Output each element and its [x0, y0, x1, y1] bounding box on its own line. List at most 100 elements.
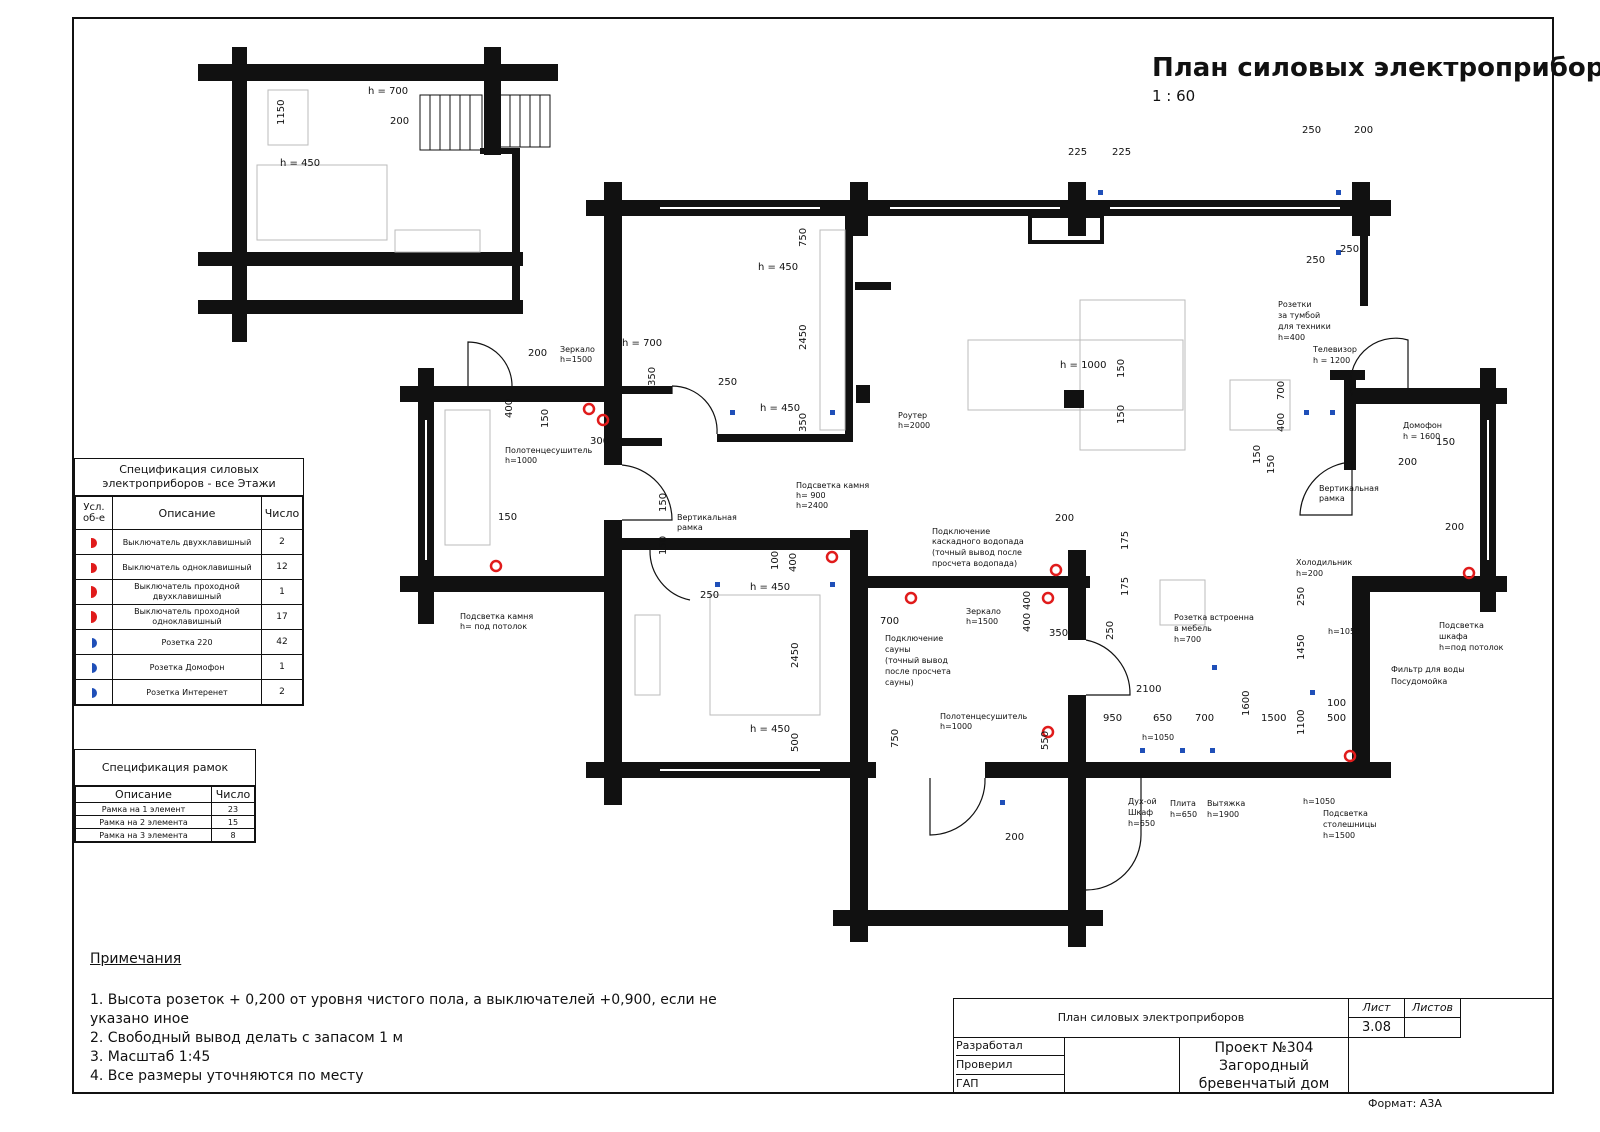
svg-text:150: 150: [498, 512, 517, 523]
dim-upper-h450-label: h = 450: [280, 158, 320, 169]
device-desc: Выключатель проходной одноклавишный: [112, 604, 262, 630]
svg-text:550: 550: [1040, 731, 1051, 750]
label-fireplace-h2: h=2400: [796, 501, 828, 510]
label-fridge-h: h=200: [1296, 569, 1323, 578]
socket-symbols: [715, 190, 1341, 805]
svg-text:700: 700: [1276, 381, 1287, 400]
svg-text:700: 700: [1195, 713, 1214, 724]
svg-text:200: 200: [1354, 125, 1373, 136]
label-tv-sockets-3: для техники: [1278, 322, 1331, 331]
label-hob-1: Плита: [1170, 799, 1196, 808]
svg-text:175: 175: [1120, 531, 1131, 550]
svg-text:h = 450: h = 450: [758, 262, 798, 273]
label-furniture-socket-3: h=700: [1174, 635, 1201, 644]
svg-text:250: 250: [1105, 621, 1116, 640]
label-sauna-1: Подключение: [885, 634, 943, 643]
svg-text:h = 1000: h = 1000: [1060, 360, 1107, 371]
switch-single-icon: [91, 562, 97, 573]
label-vertical-frame: Вертикальная: [677, 513, 737, 522]
svg-text:1450: 1450: [1296, 635, 1307, 660]
svg-text:200: 200: [1055, 513, 1074, 524]
svg-text:1500: 1500: [1261, 713, 1286, 724]
note-item: 1. Высота розеток + 0,200 от уровня чист…: [90, 992, 717, 1027]
svg-text:175: 175: [1120, 577, 1131, 596]
label-sauna-3: (точный вывод: [885, 656, 948, 665]
switch-icon: [596, 413, 610, 427]
label-furniture-socket-2: в мебель: [1174, 624, 1212, 633]
title-block-gap: ГАП: [956, 1075, 1065, 1093]
label-cascade-1: Подключение: [932, 527, 990, 536]
dim-upper-h700: h = 700: [368, 86, 408, 97]
device-count: 1: [261, 654, 303, 680]
svg-text:150: 150: [540, 409, 551, 428]
svg-text:400: 400: [1276, 413, 1287, 432]
svg-text:250: 250: [718, 377, 737, 388]
label-oven-3: h=650: [1128, 819, 1155, 828]
label-h1050-b: h=1050: [1142, 733, 1174, 742]
device-desc: Выключатель одноклавишный: [112, 554, 262, 580]
device-desc: Розетка Интеренет: [112, 679, 262, 705]
label-furniture-socket-1: Розетка встроенна: [1174, 613, 1254, 622]
svg-text:150: 150: [1252, 445, 1263, 464]
dim-upper-200: 200: [390, 116, 409, 127]
col-count: Число: [261, 496, 303, 530]
router-box: [856, 385, 1084, 408]
device-count: 12: [261, 554, 303, 580]
svg-text:500: 500: [790, 733, 801, 752]
svg-text:h = 450: h = 450: [760, 403, 800, 414]
annotations: Зеркало h=1500 Полотенцесушитель h=1000 …: [460, 300, 1504, 840]
label-fireplace-ceiling: Подсветка камня: [460, 612, 533, 621]
drawing-scale: 1 : 60: [1152, 87, 1195, 105]
title-block: План силовых электроприборов Лист Листов…: [953, 998, 1554, 1094]
label-tv-sockets-2: за тумбой: [1278, 311, 1320, 320]
svg-text:h = 450: h = 450: [750, 724, 790, 735]
svg-text:h = 450: h = 450: [750, 582, 790, 593]
notes-block: Примечания 1. Высота розеток + 0,200 от …: [90, 950, 730, 1086]
svg-text:2100: 2100: [1136, 684, 1161, 695]
switch-icon: [1041, 591, 1055, 605]
svg-text:1100: 1100: [1296, 710, 1307, 735]
pass-switch-single-icon: [91, 610, 97, 623]
col-description: Описание: [112, 496, 262, 530]
label-router-h: h=2000: [898, 421, 930, 430]
sheet-frame: [72, 17, 1554, 1094]
svg-text:700: 700: [880, 616, 899, 627]
label-sauna-2: сауны: [885, 645, 911, 654]
notes-heading: Примечания: [90, 951, 182, 967]
label-counter-3: h=1500: [1323, 831, 1355, 840]
svg-text:350: 350: [798, 413, 809, 432]
frame-col-description: Описание: [75, 786, 212, 803]
label-mirror2: Зеркало: [966, 607, 1001, 616]
switch-icon: [1049, 563, 1063, 577]
svg-text:350: 350: [1049, 628, 1068, 639]
title-block-sheet-label: Лист: [1349, 999, 1405, 1018]
svg-text:150: 150: [658, 493, 669, 512]
label-cascade-4: просчета водопада): [932, 559, 1017, 568]
svg-text:150: 150: [1266, 455, 1277, 474]
svg-text:400: 400: [788, 553, 799, 572]
title-block-sheet-name: План силовых электроприборов: [954, 999, 1349, 1038]
device-spec-table: Спецификация силовых электроприборов - в…: [74, 458, 304, 706]
fireplace-top: [1028, 214, 1104, 244]
svg-text:950: 950: [1103, 713, 1122, 724]
frame-count: 8: [211, 828, 255, 842]
svg-text:400: 400: [1022, 613, 1033, 632]
device-count: 1: [261, 579, 303, 605]
title-block-sheet-number: 3.08: [1349, 1018, 1405, 1038]
windows: [425, 207, 1489, 771]
label-wardrobe-3: h=под потолок: [1439, 643, 1504, 652]
svg-text:500: 500: [1327, 713, 1346, 724]
svg-text:200: 200: [1005, 832, 1024, 843]
upper-floor-details: [256, 89, 481, 253]
svg-text:2450: 2450: [798, 325, 809, 350]
label-intercom: Домофон: [1403, 421, 1442, 430]
svg-text:200: 200: [528, 348, 547, 359]
note-item: 4. Все размеры уточняются по месту: [90, 1068, 364, 1084]
socket-220-icon: [91, 637, 97, 648]
frame-count: 23: [211, 802, 255, 816]
label-mirror2-h: h=1500: [966, 617, 998, 626]
label-h1050-c: h=1050: [1303, 797, 1335, 806]
svg-text:200: 200: [1445, 522, 1464, 533]
label-oven-1: Дух-ой: [1128, 797, 1157, 806]
